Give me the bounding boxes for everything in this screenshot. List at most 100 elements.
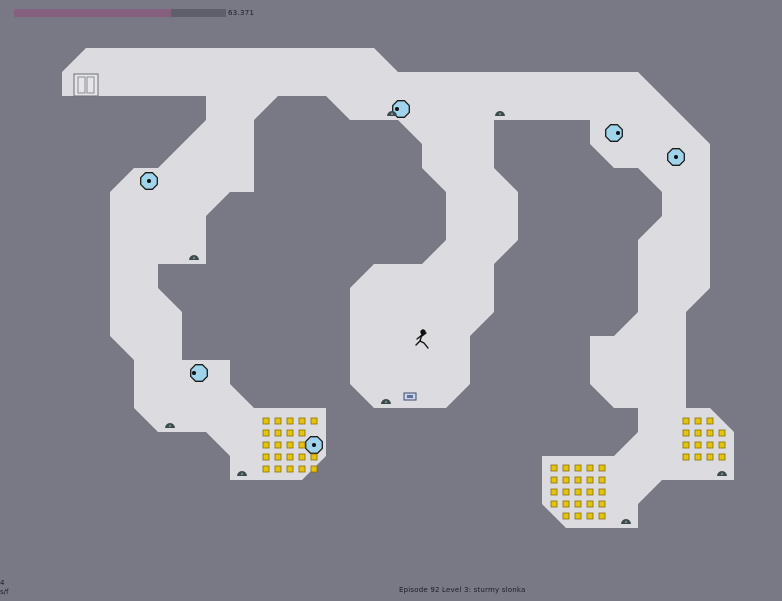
floor-mine	[189, 255, 199, 260]
corner-stats: 4 s/f	[0, 579, 8, 597]
gold-piece	[550, 476, 558, 484]
ninja-legs	[415, 340, 429, 349]
zap-drone-body	[190, 364, 208, 382]
gold-piece	[718, 441, 726, 449]
gold-piece	[274, 453, 282, 461]
gold-piece	[286, 429, 294, 437]
zap-drone-eye	[395, 107, 399, 111]
gold-piece	[562, 500, 570, 508]
gold-piece	[706, 441, 714, 449]
floor-mine-light	[240, 472, 244, 476]
exit-door-panel	[77, 76, 86, 94]
gold-piece	[298, 429, 306, 437]
gold-piece	[286, 465, 294, 473]
gold-piece	[598, 464, 606, 472]
floor-mine-light	[168, 424, 172, 428]
gold-cluster	[550, 464, 606, 520]
gold-piece	[706, 417, 714, 425]
episode-level-title: Episode 92 Level 3: sturmy slonka	[399, 586, 526, 594]
gold-piece	[262, 465, 270, 473]
gold-piece	[682, 453, 690, 461]
gold-piece	[262, 417, 270, 425]
gold-piece	[562, 476, 570, 484]
corner-stat-line: s/f	[0, 588, 9, 596]
zap-drone-body	[392, 100, 410, 118]
zap-drone	[305, 436, 323, 454]
gold-piece	[310, 417, 318, 425]
gold-piece	[706, 453, 714, 461]
gold-piece	[682, 441, 690, 449]
gold-piece	[274, 441, 282, 449]
level-floor	[62, 48, 734, 528]
floor-mine	[387, 111, 397, 116]
gold-piece	[298, 453, 306, 461]
gold-piece	[694, 441, 702, 449]
gold-piece	[286, 417, 294, 425]
time-bar	[14, 9, 226, 17]
gold-piece	[262, 453, 270, 461]
gold-piece	[562, 488, 570, 496]
gold-piece	[586, 500, 594, 508]
gold-piece	[274, 465, 282, 473]
gold-piece	[598, 488, 606, 496]
gold-piece	[694, 453, 702, 461]
ninja-head	[420, 329, 426, 335]
gold-piece	[694, 429, 702, 437]
gold-piece	[562, 464, 570, 472]
floor-mine	[381, 399, 391, 404]
gold-piece	[598, 512, 606, 520]
gold-piece	[586, 476, 594, 484]
floor-mine	[621, 519, 631, 524]
floor-mine-light	[390, 112, 394, 116]
exit-switch	[403, 392, 417, 401]
gold-piece	[586, 488, 594, 496]
gold-piece	[598, 500, 606, 508]
gold-piece	[598, 476, 606, 484]
corner-stat-line: 4	[0, 579, 5, 587]
zap-drone	[667, 148, 685, 166]
gold-piece	[550, 500, 558, 508]
gold-piece	[286, 441, 294, 449]
floor-region	[62, 48, 734, 528]
gold-piece	[562, 512, 570, 520]
zap-drone-eye	[312, 443, 316, 447]
gold-piece	[574, 512, 582, 520]
floor-mine-light	[192, 256, 196, 260]
zap-drone-eye	[147, 179, 151, 183]
level-entities	[73, 73, 727, 524]
gold-piece	[574, 488, 582, 496]
gold-piece	[298, 441, 306, 449]
floor-mine	[495, 111, 505, 116]
gold-piece	[550, 464, 558, 472]
floor-mine-light	[384, 400, 388, 404]
exit-door-panel	[86, 76, 95, 94]
zap-drone-eye	[674, 155, 678, 159]
gold-piece	[310, 465, 318, 473]
gold-piece	[298, 465, 306, 473]
gold-piece	[574, 476, 582, 484]
gold-piece	[262, 429, 270, 437]
gold-piece	[718, 429, 726, 437]
gold-piece	[286, 453, 294, 461]
floor-mine	[237, 471, 247, 476]
exit-door	[73, 73, 99, 97]
floor-mine-light	[624, 520, 628, 524]
floor-mine-light	[498, 112, 502, 116]
exit-door-frame	[73, 73, 99, 97]
gold-piece	[694, 417, 702, 425]
zap-drone	[190, 364, 208, 382]
zap-drone	[605, 124, 623, 142]
gold-piece	[310, 453, 318, 461]
zap-drone	[392, 100, 410, 118]
exit-switch-light	[407, 395, 413, 398]
time-bar-fill	[14, 9, 171, 17]
gold-piece	[262, 441, 270, 449]
floor-mine	[717, 471, 727, 476]
ninja-player	[415, 329, 429, 349]
gold-piece	[682, 417, 690, 425]
zap-drone-body	[605, 124, 623, 142]
zap-drone-eye	[616, 131, 620, 135]
gold-piece	[574, 464, 582, 472]
time-remaining: 63.371	[228, 9, 255, 17]
